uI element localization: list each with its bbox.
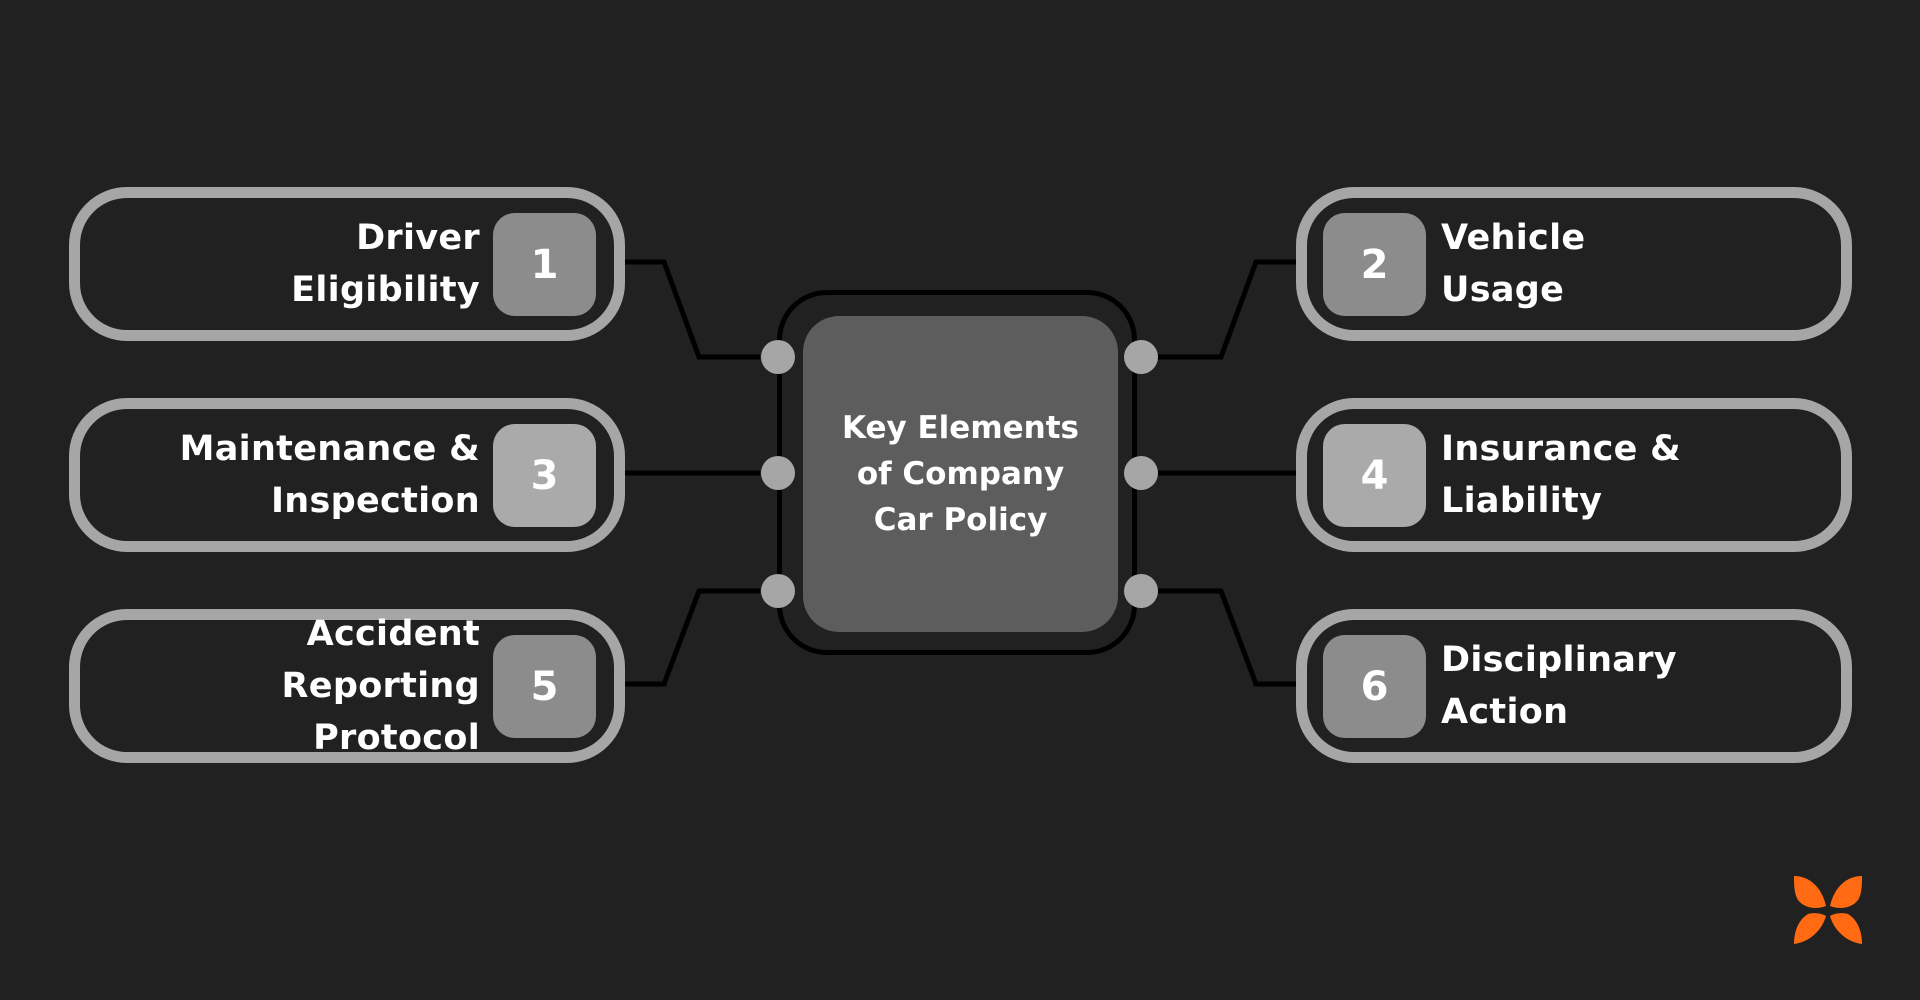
element-number-badge-2: 2 bbox=[1323, 213, 1426, 316]
element-label-6-line-2: Action bbox=[1441, 692, 1569, 732]
connector-dot-right-top bbox=[1124, 340, 1158, 374]
element-label-6-line-1: Disciplinary bbox=[1441, 640, 1677, 680]
element-card-2: 2 Vehicle Usage bbox=[1296, 187, 1852, 341]
connector-dot-right-bottom bbox=[1124, 574, 1158, 608]
center-title-line-3: Car Policy bbox=[873, 502, 1048, 538]
connector-1 bbox=[624, 259, 760, 360]
element-label-3-line-1: Maintenance & bbox=[179, 429, 480, 469]
element-card-1: Driver Eligibility 1 bbox=[69, 187, 625, 341]
connector-dot-left-middle bbox=[761, 456, 795, 490]
element-number-badge-6: 6 bbox=[1323, 635, 1426, 738]
element-label-5-line-1: Accident Reporting bbox=[281, 614, 480, 706]
element-card-3: Maintenance & Inspection 3 bbox=[69, 398, 625, 552]
butterfly-logo-icon bbox=[1794, 876, 1862, 944]
center-title-box: Key Elements of Company Car Policy bbox=[803, 316, 1118, 632]
element-number-badge-3: 3 bbox=[493, 424, 596, 527]
connector-5 bbox=[624, 588, 760, 687]
element-card-6: 6 Disciplinary Action bbox=[1296, 609, 1852, 763]
connector-dot-right-middle bbox=[1124, 456, 1158, 490]
element-card-5: Accident Reporting Protocol 5 bbox=[69, 609, 625, 763]
element-label-2-line-2: Usage bbox=[1441, 270, 1565, 310]
element-label-4-line-2: Liability bbox=[1441, 481, 1603, 521]
element-card-4: 4 Insurance & Liability bbox=[1296, 398, 1852, 552]
center-title-line-1: Key Elements bbox=[842, 410, 1079, 446]
element-number-badge-4: 4 bbox=[1323, 424, 1426, 527]
element-number-badge-5: 5 bbox=[493, 635, 596, 738]
element-label-2-line-1: Vehicle bbox=[1441, 218, 1586, 258]
center-title-line-2: of Company bbox=[856, 456, 1065, 492]
element-number-badge-1: 1 bbox=[493, 213, 596, 316]
element-label-1-line-1: Driver bbox=[356, 218, 480, 258]
connector-2 bbox=[1158, 259, 1296, 360]
connector-6 bbox=[1158, 588, 1296, 687]
connector-dot-left-bottom bbox=[761, 574, 795, 608]
connector-dot-left-top bbox=[761, 340, 795, 374]
element-label-4-line-1: Insurance & bbox=[1441, 429, 1681, 469]
element-label-3-line-2: Inspection bbox=[270, 481, 480, 521]
element-label-1-line-2: Eligibility bbox=[291, 270, 480, 310]
element-label-5-line-2: Protocol bbox=[313, 718, 480, 758]
